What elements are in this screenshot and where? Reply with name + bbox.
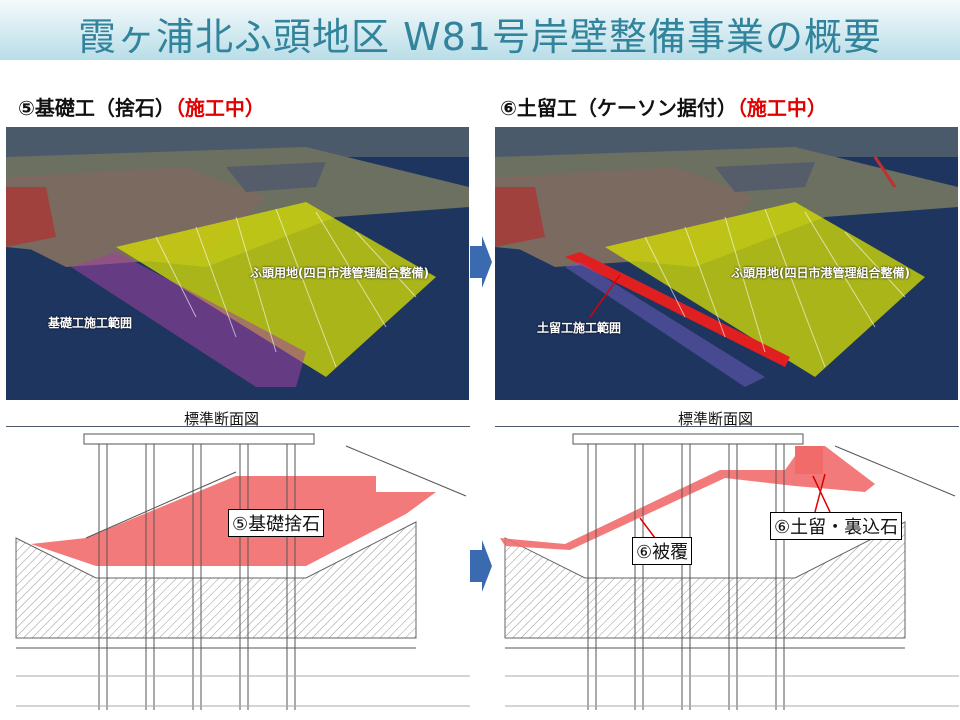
right-land-label: ふ頭用地(四日市港管理組合整備)	[731, 266, 910, 280]
left-section-title: 標準断面図	[184, 410, 260, 428]
right-status: （施工中）	[736, 96, 827, 120]
right-area-label: 土留工施工範囲	[537, 321, 622, 335]
left-aerial-photo: ふ頭用地(四日市港管理組合整備) 基礎工施工範囲	[6, 127, 469, 400]
callout-armor: ⑥被覆	[632, 537, 693, 565]
right-step-heading: ⑥土留工（ケーソン据付）（施工中）	[500, 92, 827, 121]
left-area-label: 基礎工施工範囲	[48, 316, 133, 330]
right-step-label: ⑥土留工（ケーソン据付）	[500, 96, 737, 120]
callout-foundation-rubble: ⑤基礎捨石	[228, 509, 325, 537]
left-step-label: ⑤基礎工（捨石）	[18, 96, 175, 120]
title-banner	[0, 0, 960, 60]
left-cross-section-drawing	[6, 426, 470, 710]
left-land-label: ふ頭用地(四日市港管理組合整備)	[250, 266, 429, 280]
left-step-heading: ⑤基礎工（捨石）（施工中）	[18, 92, 265, 121]
callout-retaining-backfill: ⑥土留・裏込石	[770, 512, 903, 540]
right-section-title: 標準断面図	[678, 410, 754, 428]
left-status: （施工中）	[174, 96, 265, 120]
page-title: 霞ヶ浦北ふ頭地区 W81号岸壁整備事業の概要	[77, 15, 882, 59]
right-arrow-icon	[470, 236, 492, 288]
right-aerial-photo: ふ頭用地(四日市港管理組合整備) 土留工施工範囲	[495, 127, 958, 400]
right-cross-section-drawing	[495, 426, 959, 710]
right-arrow-icon	[470, 540, 492, 592]
